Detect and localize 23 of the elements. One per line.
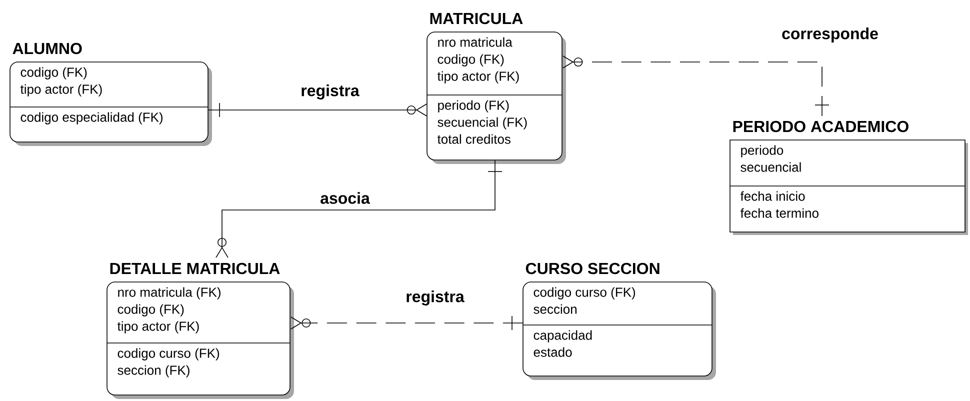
attribute-list: nro matricula (FK) codigo (FK) tipo actor (FK) (117, 287, 220, 334)
relationship-line (208, 102, 427, 118)
edge-label: registra (406, 290, 464, 306)
node-label: DETALLE MATRICULA (110, 262, 280, 274)
relationship-line (216, 160, 502, 258)
attribute-list: codigo curso (FK) seccion (534, 287, 636, 314)
attribute-list: codigo curso (FK) seccion (FK) (118, 348, 220, 378)
attribute-list: nro matricula codigo (FK) tipo actor (FK) (437, 37, 519, 84)
attribute-list: codigo (FK) tipo actor (FK) (20, 67, 102, 96)
edge-label: corresponde (782, 28, 878, 42)
attribute-list: capacidad estado (534, 330, 592, 357)
node-label: CURSO SECCION (526, 262, 660, 274)
attribute-list: periodo (FK) secuencial (FK) total creditos (437, 100, 527, 144)
attribute-list: periodo secuencial (740, 145, 801, 172)
edge-label: registra (302, 84, 360, 100)
relationship-line (290, 316, 524, 330)
edge-label: asocia (320, 192, 370, 204)
node-label: PERIODO ACADEMICO (733, 120, 908, 132)
attribute-list: fecha inicio fecha termino (740, 191, 818, 218)
relationship-line (562, 56, 830, 116)
node-label: MATRICULA (430, 12, 523, 24)
attribute-list: codigo especialidad (FK) (20, 112, 163, 124)
node-label: ALUMNO (12, 42, 82, 54)
